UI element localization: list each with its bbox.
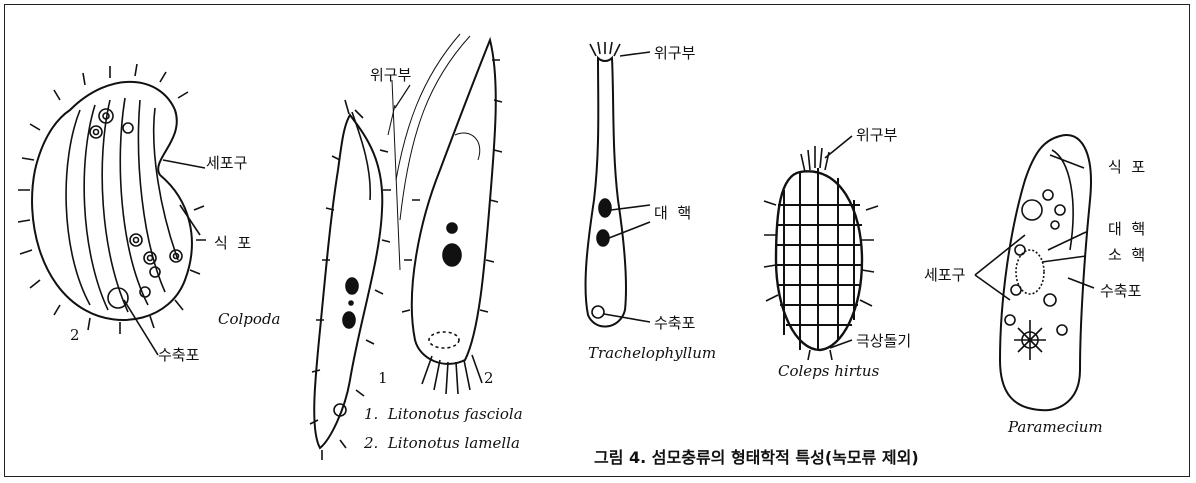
label-suchukpo-trachelophyllum: 수축포: [654, 316, 695, 331]
litonotus-lamella-drawing: [396, 34, 502, 394]
species-litonotus-lamella: 2. Litonotus lamella: [364, 436, 520, 451]
species-colpoda: Colpoda: [218, 312, 280, 327]
species-coleps: Coleps hirtus: [778, 364, 879, 379]
litonotus-fasciola-drawing: [310, 80, 400, 460]
label-wigubu-coleps: 위구부: [856, 128, 897, 143]
label-geuksangdolgi-coleps: 극상돌기: [856, 334, 911, 349]
species-trachelophyllum: Trachelophyllum: [588, 346, 716, 361]
colpoda-drawing: [18, 64, 206, 355]
label-daehaek-paramecium: 대 핵: [1108, 222, 1145, 237]
label-sohaek-paramecium: 소 핵: [1108, 248, 1145, 263]
label-sebogu-colpoda: 세포구: [206, 156, 247, 171]
label-sikpo-paramecium: 식 포: [1108, 160, 1145, 175]
species-litonotus-fasciola: 1. Litonotus fasciola: [364, 407, 523, 422]
label-sebogu-paramecium: 세포구: [924, 268, 965, 283]
label-daehaek-trachelophyllum: 대 핵: [654, 206, 691, 221]
label-wigubu-trachelophyllum: 위구부: [654, 46, 695, 61]
litonotus-figure-number-2: 2: [484, 371, 494, 386]
figure-caption: 그림 4. 섬모충류의 형태학적 특성(녹모류 제외): [594, 444, 919, 468]
label-suchukpo-colpoda: 수축포: [158, 348, 199, 363]
coleps-drawing: [764, 136, 878, 360]
label-suchukpo-paramecium: 수축포: [1100, 284, 1141, 299]
label-wigubu-litonotus: 위구부: [370, 68, 411, 83]
label-sikpo-colpoda: 식 포: [214, 236, 251, 251]
species-paramecium: Paramecium: [1008, 420, 1103, 435]
paramecium-drawing: [975, 135, 1094, 410]
colpoda-figure-number: 2: [70, 328, 80, 343]
trachelophyllum-drawing: [586, 42, 650, 326]
litonotus-figure-number-1: 1: [378, 371, 388, 386]
